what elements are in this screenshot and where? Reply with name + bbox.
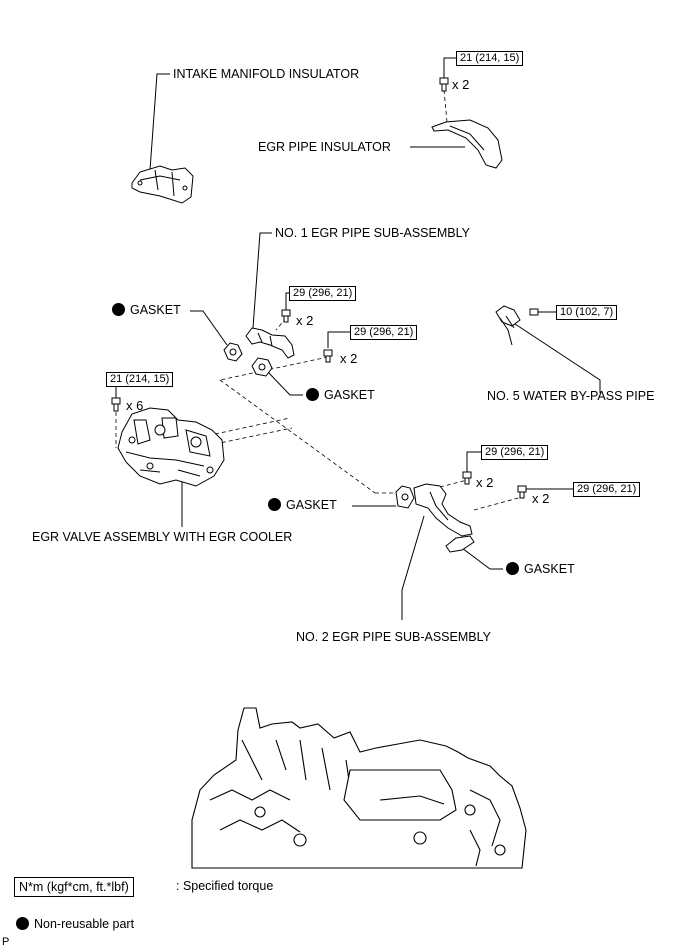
leader-no5-water-bypass: [511, 321, 601, 393]
gasket-part: [251, 357, 273, 377]
leader-gasket-4: [461, 547, 503, 570]
intake-manifold-insulator-part: [131, 165, 194, 204]
non-reusable-dot-icon: [268, 498, 281, 511]
egr-pipe-insulator-part: [431, 119, 503, 169]
dashed-line: [214, 427, 293, 445]
label-gasket-2: GASKET: [306, 388, 375, 403]
quantity-label: x 6: [126, 398, 144, 413]
leader-no1-egr-pipe: [252, 232, 272, 329]
label-no5-water-bypass: NO. 5 WATER BY-PASS PIPE: [487, 389, 655, 403]
no1-egr-pipe-part: [245, 327, 295, 359]
torque-connector: [443, 57, 456, 78]
label-egr-pipe-insulator: EGR PIPE INSULATOR: [258, 140, 391, 154]
torque-spec-box: 29 (296, 21): [481, 445, 549, 460]
leader-gasket-2: [265, 369, 303, 396]
non-reusable-dot-icon: [112, 303, 125, 316]
bolt-icon: [439, 77, 449, 92]
dashed-line: [214, 417, 291, 435]
egr-valve-assembly-part: [117, 407, 225, 487]
torque-spec-box: 10 (102, 7): [556, 305, 618, 320]
label-gasket-3: GASKET: [268, 498, 337, 513]
label-no1-egr-pipe: NO. 1 EGR PIPE SUB-ASSEMBLY: [275, 226, 470, 240]
non-reusable-dot-icon: [16, 917, 29, 930]
leader-no2-egr-pipe: [401, 515, 425, 620]
engine-block-outline: [191, 707, 527, 869]
leader-gasket-1: [190, 310, 228, 346]
bolt-icon: [281, 309, 291, 323]
torque-spec-box: 29 (296, 21): [573, 482, 641, 497]
legend-non-reusable: Non-reusable part: [16, 917, 134, 932]
no5-water-bypass-part: [495, 305, 539, 346]
gasket-text: GASKET: [524, 562, 575, 576]
bolt-icon: [462, 471, 472, 485]
torque-connector: [327, 331, 350, 348]
torque-spec-box: 21 (214, 15): [106, 372, 174, 387]
torque-connector: [466, 451, 481, 472]
label-gasket-4: GASKET: [506, 562, 575, 577]
gasket-text: GASKET: [324, 388, 375, 402]
gasket-part: [445, 535, 475, 553]
quantity-label: x 2: [340, 351, 358, 366]
dashed-line: [219, 379, 376, 494]
non-reusable-dot-icon: [306, 388, 319, 401]
dashed-line: [439, 479, 468, 488]
legend-torque-unit-box: N*m (kgf*cm, ft.*lbf): [14, 877, 134, 897]
label-intake-manifold-insulator: INTAKE MANIFOLD INSULATOR: [173, 67, 360, 81]
bolt-icon: [517, 485, 527, 499]
gasket-text: GASKET: [130, 303, 181, 317]
dashed-line: [473, 496, 523, 511]
gasket-part: [395, 485, 415, 509]
torque-spec-box: 29 (296, 21): [289, 286, 357, 301]
bolt-icon: [323, 349, 333, 363]
legend-non-reusable-text: Non-reusable part: [34, 917, 135, 931]
label-egr-valve-assembly: EGR VALVE ASSEMBLY WITH EGR COOLER: [32, 530, 293, 544]
quantity-label: x 2: [452, 77, 470, 92]
torque-spec-box: 21 (214, 15): [456, 51, 524, 66]
leader-intake-manifold-insulator: [149, 73, 170, 171]
non-reusable-dot-icon: [506, 562, 519, 575]
corner-code: P: [2, 936, 10, 948]
no2-egr-pipe-part: [413, 483, 473, 537]
legend-torque-description: : Specified torque: [176, 879, 274, 893]
label-no2-egr-pipe: NO. 2 EGR PIPE SUB-ASSEMBLY: [296, 630, 491, 644]
gasket-part: [223, 342, 243, 362]
dashed-line: [219, 356, 329, 381]
torque-spec-box: 29 (296, 21): [350, 325, 418, 340]
label-gasket-1: GASKET: [112, 303, 181, 318]
bolt-icon: [111, 397, 121, 412]
quantity-label: x 2: [476, 475, 494, 490]
quantity-label: x 2: [296, 313, 314, 328]
dashed-line: [443, 89, 448, 123]
gasket-text: GASKET: [286, 498, 337, 512]
quantity-label: x 2: [532, 491, 550, 506]
torque-connector: [285, 292, 289, 310]
